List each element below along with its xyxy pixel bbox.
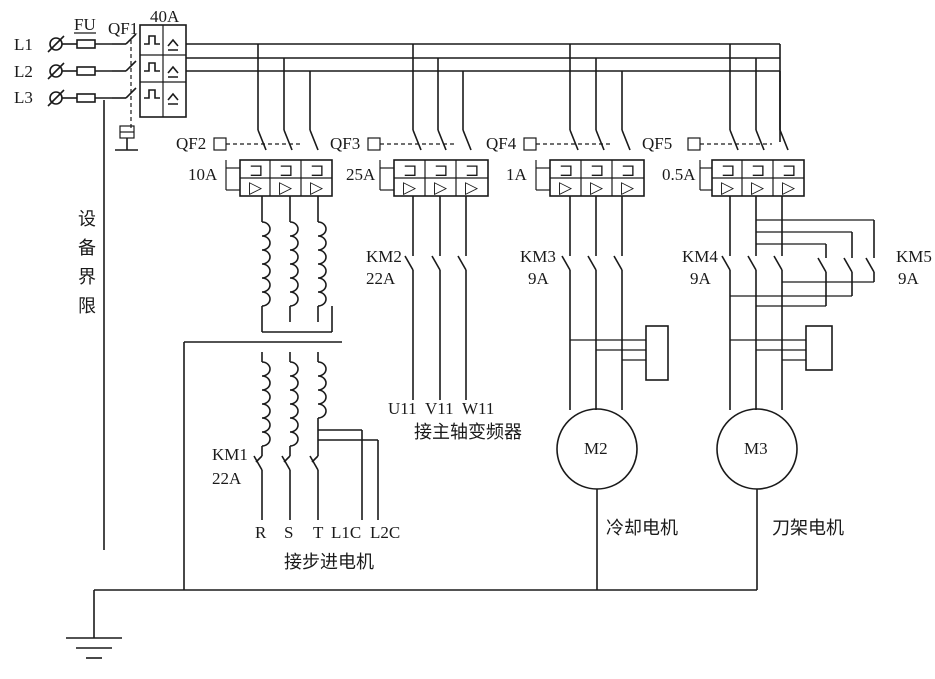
label-L1: L1	[14, 35, 33, 54]
label-V11: V11	[425, 399, 454, 418]
svg-text:▷: ▷	[249, 178, 263, 197]
label-QF4: QF4	[486, 134, 517, 153]
label-T: T	[313, 523, 324, 542]
label-spindle-inverter: 接主轴变频器	[414, 422, 522, 443]
svg-text:▷: ▷	[751, 178, 765, 197]
motor-M2: M2 冷却电机	[556, 408, 678, 590]
equipment-boundary: 设 备 界 限	[78, 100, 105, 550]
main-busbars	[186, 43, 781, 142]
svg-text:▷: ▷	[590, 178, 604, 197]
svg-text:⊐: ⊐	[621, 161, 635, 180]
contactor-KM3: KM3 9A	[520, 196, 669, 410]
svg-text:▷: ▷	[434, 178, 448, 197]
label-KM1-rating: 22A	[212, 469, 242, 488]
svg-text:▷: ▷	[721, 178, 735, 197]
breaker-QF4: QF4 1A ⊐ ⊐ ⊐ ▷ ▷ ▷	[486, 44, 645, 197]
label-KM3-rating: 9A	[528, 269, 550, 288]
label-coolant-motor: 冷却电机	[606, 518, 678, 539]
contactor-KM4: KM4 9A	[682, 196, 783, 410]
svg-text:▷: ▷	[403, 178, 417, 197]
boundary-char-3: 界	[78, 267, 96, 288]
boundary-char-2: 备	[78, 238, 96, 259]
label-M2: M2	[584, 439, 608, 458]
svg-text:⊐: ⊐	[310, 161, 324, 180]
label-QF1: QF1	[108, 19, 138, 38]
label-L2C: L2C	[370, 523, 400, 542]
breaker-QF3: QF3 25A ⊐ ⊐ ⊐ ▷ ▷ ▷	[330, 44, 489, 197]
svg-text:⊐: ⊐	[721, 161, 735, 180]
label-QF4-rating: 1A	[506, 165, 528, 184]
label-L2: L2	[14, 62, 33, 81]
transformer	[183, 196, 379, 590]
breaker-QF2: QF2 10A ⊐ ⊐ ⊐ ▷ ▷ ▷	[176, 44, 333, 197]
label-KM4: KM4	[682, 247, 718, 266]
label-S: S	[284, 523, 293, 542]
label-QF3: QF3	[330, 134, 360, 153]
breaker-QF5: QF5 0.5A ⊐ ⊐ ⊐ ▷ ▷ ▷	[642, 44, 805, 197]
contactor-KM1: KM1 22A R S T L1C L2C 接步进电机	[212, 445, 400, 573]
boundary-char-1: 设	[78, 209, 96, 230]
contactor-KM2: KM2 22A U11 V11 W11 接主轴变频器	[366, 196, 522, 443]
label-L1C: L1C	[331, 523, 361, 542]
main-breaker-QF1: QF1 40A	[108, 7, 187, 151]
label-L3: L3	[14, 88, 33, 107]
label-KM2-rating: 22A	[366, 269, 396, 288]
label-QF3-rating: 25A	[346, 165, 376, 184]
svg-text:⊐: ⊐	[279, 161, 293, 180]
svg-text:▷: ▷	[310, 178, 324, 197]
svg-text:⊐: ⊐	[751, 161, 765, 180]
label-KM5: KM5	[896, 247, 932, 266]
label-KM2: KM2	[366, 247, 402, 266]
supply-terminals: L1 L2 L3	[14, 35, 112, 107]
label-40A: 40A	[150, 7, 180, 26]
label-KM4-rating: 9A	[690, 269, 712, 288]
svg-text:⊐: ⊐	[249, 161, 263, 180]
label-QF5: QF5	[642, 134, 672, 153]
label-KM5-rating: 9A	[898, 269, 920, 288]
label-stepper-motor: 接步进电机	[284, 552, 374, 573]
svg-text:▷: ▷	[559, 178, 573, 197]
svg-text:▷: ▷	[279, 178, 293, 197]
label-R: R	[255, 523, 267, 542]
motor-M3: M3 刀架电机	[716, 325, 844, 590]
label-turret-motor: 刀架电机	[772, 518, 844, 539]
label-U11: U11	[388, 399, 417, 418]
label-KM3: KM3	[520, 247, 556, 266]
label-QF2-rating: 10A	[188, 165, 218, 184]
boundary-char-4: 限	[78, 296, 96, 317]
label-FU: FU	[74, 15, 96, 34]
svg-text:⊐: ⊐	[782, 161, 796, 180]
svg-text:⊐: ⊐	[465, 161, 479, 180]
svg-text:⊐: ⊐	[559, 161, 573, 180]
svg-text:⊐: ⊐	[434, 161, 448, 180]
svg-text:▷: ▷	[465, 178, 479, 197]
svg-text:▷: ▷	[621, 178, 635, 197]
label-QF5-rating: 0.5A	[662, 165, 696, 184]
label-W11: W11	[462, 399, 494, 418]
label-QF2: QF2	[176, 134, 206, 153]
svg-text:⊐: ⊐	[590, 161, 604, 180]
fuses-FU: FU	[74, 15, 96, 103]
label-KM1: KM1	[212, 445, 248, 464]
label-M3: M3	[744, 439, 768, 458]
contactor-KM5: KM5 9A	[730, 219, 932, 307]
svg-text:⊐: ⊐	[403, 161, 417, 180]
svg-text:▷: ▷	[782, 178, 796, 197]
ground-bus	[66, 589, 757, 659]
